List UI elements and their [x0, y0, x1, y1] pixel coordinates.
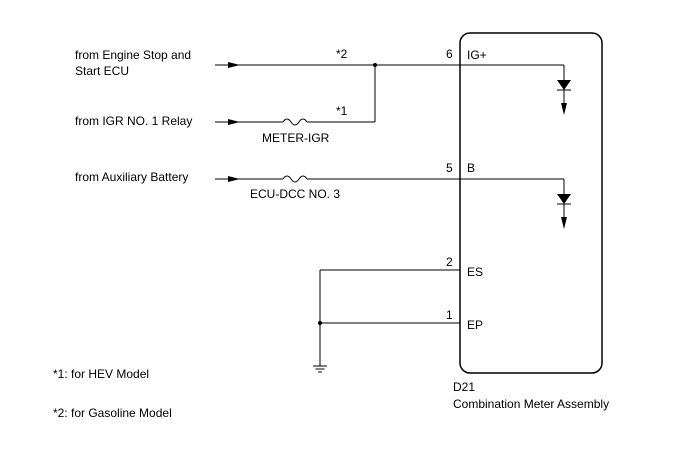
arrow-icon — [228, 62, 240, 68]
gasoline-note-mark: *2 — [336, 47, 348, 61]
arrow-icon — [561, 217, 567, 229]
ground-icon — [313, 365, 327, 373]
arrow-icon — [561, 103, 567, 115]
fuse-icon — [282, 175, 308, 183]
pin-number-es: 2 — [446, 255, 453, 269]
component-code: D21 — [453, 380, 475, 394]
junction-dot — [318, 321, 322, 325]
diode-icon — [557, 194, 571, 205]
pin-number-b: 5 — [446, 161, 453, 175]
wire-ig-plus — [215, 62, 460, 68]
footnote-gasoline: *2: for Gasoline Model — [53, 406, 172, 420]
component-name: Combination Meter Assembly — [453, 397, 609, 411]
diode-icon — [557, 80, 571, 91]
hev-note-mark: *1 — [336, 104, 348, 118]
wire-ground — [313, 269, 460, 373]
source-engine-stop-ecu-line2: Start ECU — [75, 64, 129, 78]
arrow-icon — [228, 176, 240, 182]
internal-b-path — [460, 178, 571, 229]
arrow-icon — [228, 119, 240, 125]
pin-label-b: B — [467, 161, 475, 175]
source-igr-relay: from IGR NO. 1 Relay — [75, 114, 192, 128]
wire-b — [215, 175, 460, 183]
footnote-hev: *1: for HEV Model — [53, 367, 149, 381]
pin-number-ep: 1 — [446, 308, 453, 322]
pin-label-ig-plus: IG+ — [467, 48, 487, 62]
pin-label-ep: EP — [467, 318, 483, 332]
fuse-meter-igr-label: METER-IGR — [262, 131, 330, 145]
fuse-ecu-dcc-label: ECU-DCC NO. 3 — [250, 187, 340, 201]
combination-meter-box — [459, 32, 603, 374]
fuse-icon — [282, 118, 308, 126]
source-engine-stop-ecu-line1: from Engine Stop and — [75, 48, 191, 62]
internal-ig-plus-path — [460, 64, 571, 115]
wire-igr-relay — [215, 65, 376, 126]
pin-number-ig-plus: 6 — [446, 47, 453, 61]
source-aux-battery: from Auxiliary Battery — [75, 170, 188, 184]
pin-label-es: ES — [467, 265, 483, 279]
